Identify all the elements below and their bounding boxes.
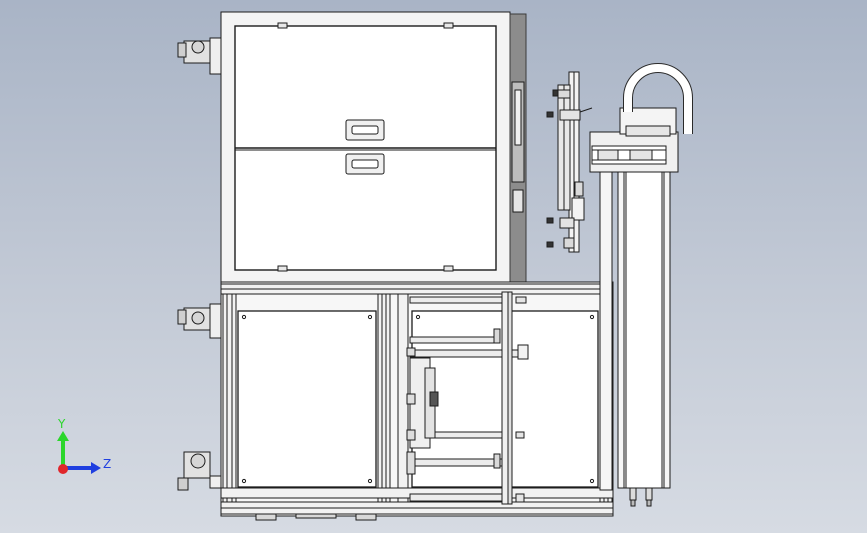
- triad-x-axis-dot: [58, 464, 68, 474]
- lower-frame: [220, 281, 614, 521]
- door-handle-lower: [345, 153, 385, 175]
- leveling-foot-mid: [177, 303, 222, 339]
- machine-assembly: [177, 11, 693, 521]
- triad-y-label: Y: [57, 417, 66, 431]
- linear-actuator: [589, 63, 693, 507]
- leveling-foot-top: [177, 37, 222, 75]
- bolt-group: [546, 89, 559, 248]
- bracket-assembly: [546, 71, 593, 253]
- triad-z-arrowhead: [91, 462, 101, 474]
- leveling-foot-bottom: [177, 451, 222, 491]
- view-triad: Y Z: [57, 417, 111, 474]
- door-handle-upper: [345, 119, 385, 141]
- guide-rods: [406, 291, 529, 505]
- triad-y-arrowhead: [57, 431, 69, 441]
- upper-cabinet: [220, 11, 527, 283]
- triad-z-label: Z: [103, 457, 111, 471]
